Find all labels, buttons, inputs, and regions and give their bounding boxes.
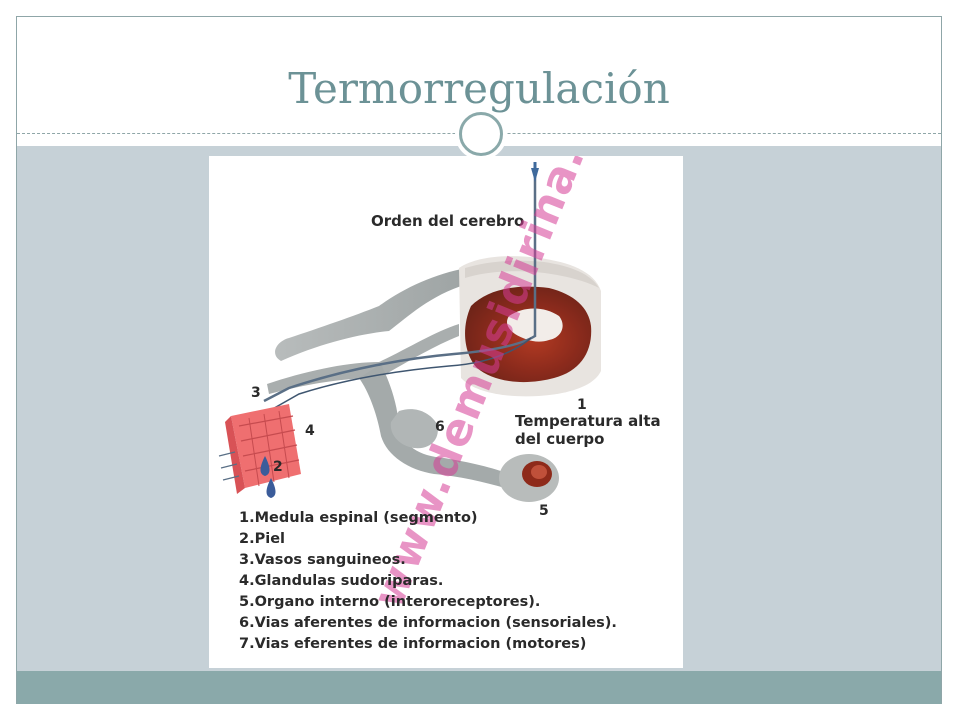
legend-item: 7.Vias eferentes de informacion (motores… xyxy=(239,636,587,652)
label-high-temperature: Temperatura alta del cuerpo xyxy=(515,412,661,448)
label-brain-order: Orden del cerebro xyxy=(371,212,525,230)
diagram-legend: 1.Medula espinal (segmento) 2.Piel 3.Vas… xyxy=(239,508,679,655)
label-number-3: 3 xyxy=(251,385,261,401)
legend-item: 2.Piel xyxy=(239,531,285,547)
divider-ring-icon xyxy=(459,112,503,156)
legend-item: 3.Vasos sanguineos. xyxy=(239,552,406,568)
legend-item: 6.Vias aferentes de informacion (sensori… xyxy=(239,615,617,631)
label-number-2: 2 xyxy=(273,459,283,475)
slide-title: Termorregulación xyxy=(288,64,670,113)
label-number-4: 4 xyxy=(305,423,315,439)
legend-item: 5.Organo interno (interoreceptores). xyxy=(239,594,541,610)
label-number-1: 1 xyxy=(577,397,587,413)
footer-bar xyxy=(17,671,941,704)
label-number-5: 5 xyxy=(539,503,549,519)
label-number-6: 6 xyxy=(435,419,445,435)
diagram-illustration xyxy=(218,162,601,502)
legend-item: 4.Glandulas sudoriparas. xyxy=(239,573,444,589)
thermoregulation-diagram: Orden del cerebro Temperatura alta del c… xyxy=(209,156,683,668)
legend-item: 1.Medula espinal (segmento) xyxy=(239,510,478,526)
